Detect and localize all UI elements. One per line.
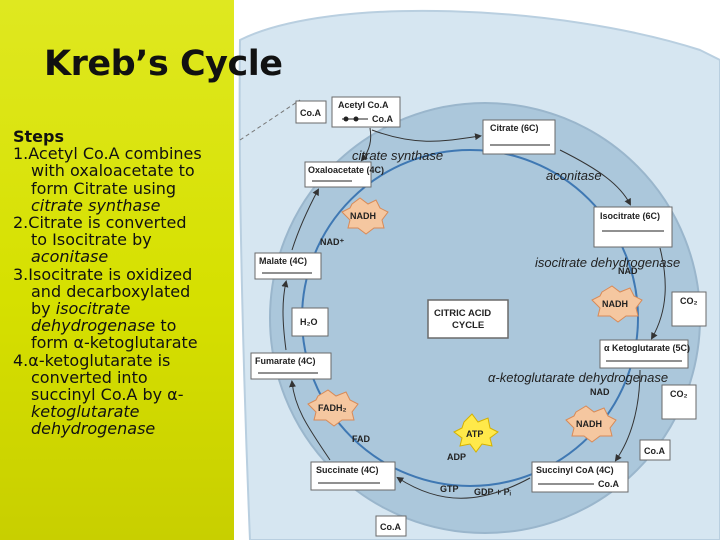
enzyme-aconitase: aconitase xyxy=(546,168,602,183)
enzyme-akg-dh: α-ketoglutarate dehydrogenase xyxy=(488,370,668,385)
nad-label-3: NAD xyxy=(590,387,610,397)
arrow-isocitrate-dh xyxy=(651,247,666,340)
step-3-line-5: form α-ketoglutarate xyxy=(31,333,198,353)
step-3-line-2: and decarboxylated xyxy=(31,281,191,301)
nadh-burst-3 xyxy=(565,405,617,443)
arrow-akg-dh xyxy=(614,369,641,462)
acetyl-coa-box xyxy=(331,96,401,128)
malate-label: Malate (4C) xyxy=(259,256,307,266)
step-4-line-3: succinyl Co.A by α- xyxy=(31,385,184,405)
coa-right-box xyxy=(639,439,671,461)
arrow-citrate-synthase xyxy=(371,129,482,142)
adp-label: ADP xyxy=(447,452,466,462)
atp-label: ATP xyxy=(466,429,483,439)
left-panel xyxy=(0,0,234,540)
step-2-enzyme: aconitase xyxy=(31,247,109,267)
co2-label-2: CO₂ xyxy=(670,389,688,399)
ketoglutarate-label: α Ketoglutarate (5C) xyxy=(604,343,690,353)
malate-box xyxy=(254,252,322,280)
arrow-succinate-fumarate xyxy=(289,380,331,461)
enzyme-isocitrate-dh: isocitrate dehydrogenase xyxy=(535,255,680,270)
fad-label: FAD xyxy=(352,434,371,444)
step-4-line-1: 4.α-ketoglutarate is xyxy=(13,350,171,370)
fumarate-label: Fumarate (4C) xyxy=(255,356,316,366)
coa-bottom-box xyxy=(375,515,407,537)
nadh-burst xyxy=(341,197,389,235)
fadh2-label: FADH₂ xyxy=(318,403,347,413)
step-1-enzyme: citrate synthase xyxy=(31,195,161,215)
nad-label: NAD⁺ xyxy=(320,237,344,247)
step-1-line-3: form Citrate using xyxy=(31,178,177,198)
ketoglutarate-box xyxy=(599,339,689,369)
arrow-aconitase xyxy=(559,149,631,206)
step-4-line-2: converted into xyxy=(31,367,148,387)
step-3-by: by xyxy=(31,299,56,319)
succinate-label: Succinate (4C) xyxy=(316,465,379,475)
coa-right-label: Co.A xyxy=(644,446,665,456)
co2-box-2 xyxy=(661,384,697,420)
h2o-box xyxy=(291,307,329,337)
gtp-label: GTP xyxy=(440,484,459,494)
steps-text: Steps 1.Acetyl Co.A combines with oxaloa… xyxy=(13,128,231,438)
succinate-box xyxy=(310,461,396,491)
coa-top-label: Co.A xyxy=(300,108,321,118)
dashed-pointer xyxy=(239,99,301,141)
succinyl-coa-box xyxy=(531,461,629,493)
co2-box-1 xyxy=(671,291,707,327)
oxaloacetate-label: Oxaloacetate (4C) xyxy=(308,165,384,175)
gdp-label: GDP + Pᵢ xyxy=(474,487,512,497)
fadh2-burst xyxy=(307,389,359,427)
page-title: Kreb’s Cycle xyxy=(44,44,283,84)
acetyl-atom xyxy=(343,116,349,122)
coa-small-label: Co.A xyxy=(372,114,393,124)
h2o-label: H₂O xyxy=(300,317,318,327)
enzyme-citrate-synthase: citrate synthase xyxy=(352,148,443,163)
arrow-succinyl-succinate xyxy=(396,476,531,499)
nadh-burst-2 xyxy=(591,285,643,323)
step-2-line-1: 2.Citrate is converted xyxy=(13,213,187,233)
coa-bottom-label: Co.A xyxy=(380,522,401,532)
step-3-to: to xyxy=(155,316,177,336)
acetyl-coa-label: Acetyl Co.A xyxy=(338,100,389,110)
coa-top-box xyxy=(295,100,327,124)
succinyl-coa-label: Succinyl CoA (4C) xyxy=(536,465,614,475)
step-4-enzyme-a: ketoglutarate xyxy=(31,402,140,422)
step-1-line-2: with oxaloacetate to xyxy=(31,161,195,181)
step-3-enzyme-a: isocitrate xyxy=(55,299,131,319)
center-label-1: CITRIC ACID xyxy=(434,308,491,319)
fumarate-box xyxy=(250,352,332,380)
isocitrate-label: Isocitrate (6C) xyxy=(600,211,660,221)
step-3-enzyme-b: dehydrogenase xyxy=(31,316,156,336)
acetyl-atom xyxy=(353,116,359,122)
co2-label-1: CO₂ xyxy=(680,296,698,306)
oxaloacetate-box xyxy=(304,161,372,188)
nadh-label-2: NADH xyxy=(602,299,628,309)
center-label-2: CYCLE xyxy=(452,320,484,331)
steps-heading: Steps xyxy=(13,127,64,146)
coa-succ-label: Co.A xyxy=(598,479,619,489)
nadh-label: NADH xyxy=(350,211,376,221)
nadh-label-3: NADH xyxy=(576,419,602,429)
citrate-box xyxy=(482,119,556,155)
arrow-acetyl-down xyxy=(360,127,372,162)
nad-label-2: NAD xyxy=(618,266,638,276)
step-1-line-1: 1.Acetyl Co.A combines xyxy=(13,144,202,164)
step-2-line-2: to Isocitrate by xyxy=(31,230,152,250)
arrow-fumarate-malate xyxy=(281,280,289,351)
step-4-enzyme-b: dehydrogenase xyxy=(31,419,156,439)
arrow-malate-oxaloacetate xyxy=(291,188,319,251)
center-box xyxy=(427,299,509,339)
citrate-label: Citrate (6C) xyxy=(490,123,539,133)
isocitrate-box xyxy=(593,206,673,248)
atp-burst xyxy=(453,413,499,453)
step-3-line-1: 3.Isocitrate is oxidized xyxy=(13,264,193,284)
